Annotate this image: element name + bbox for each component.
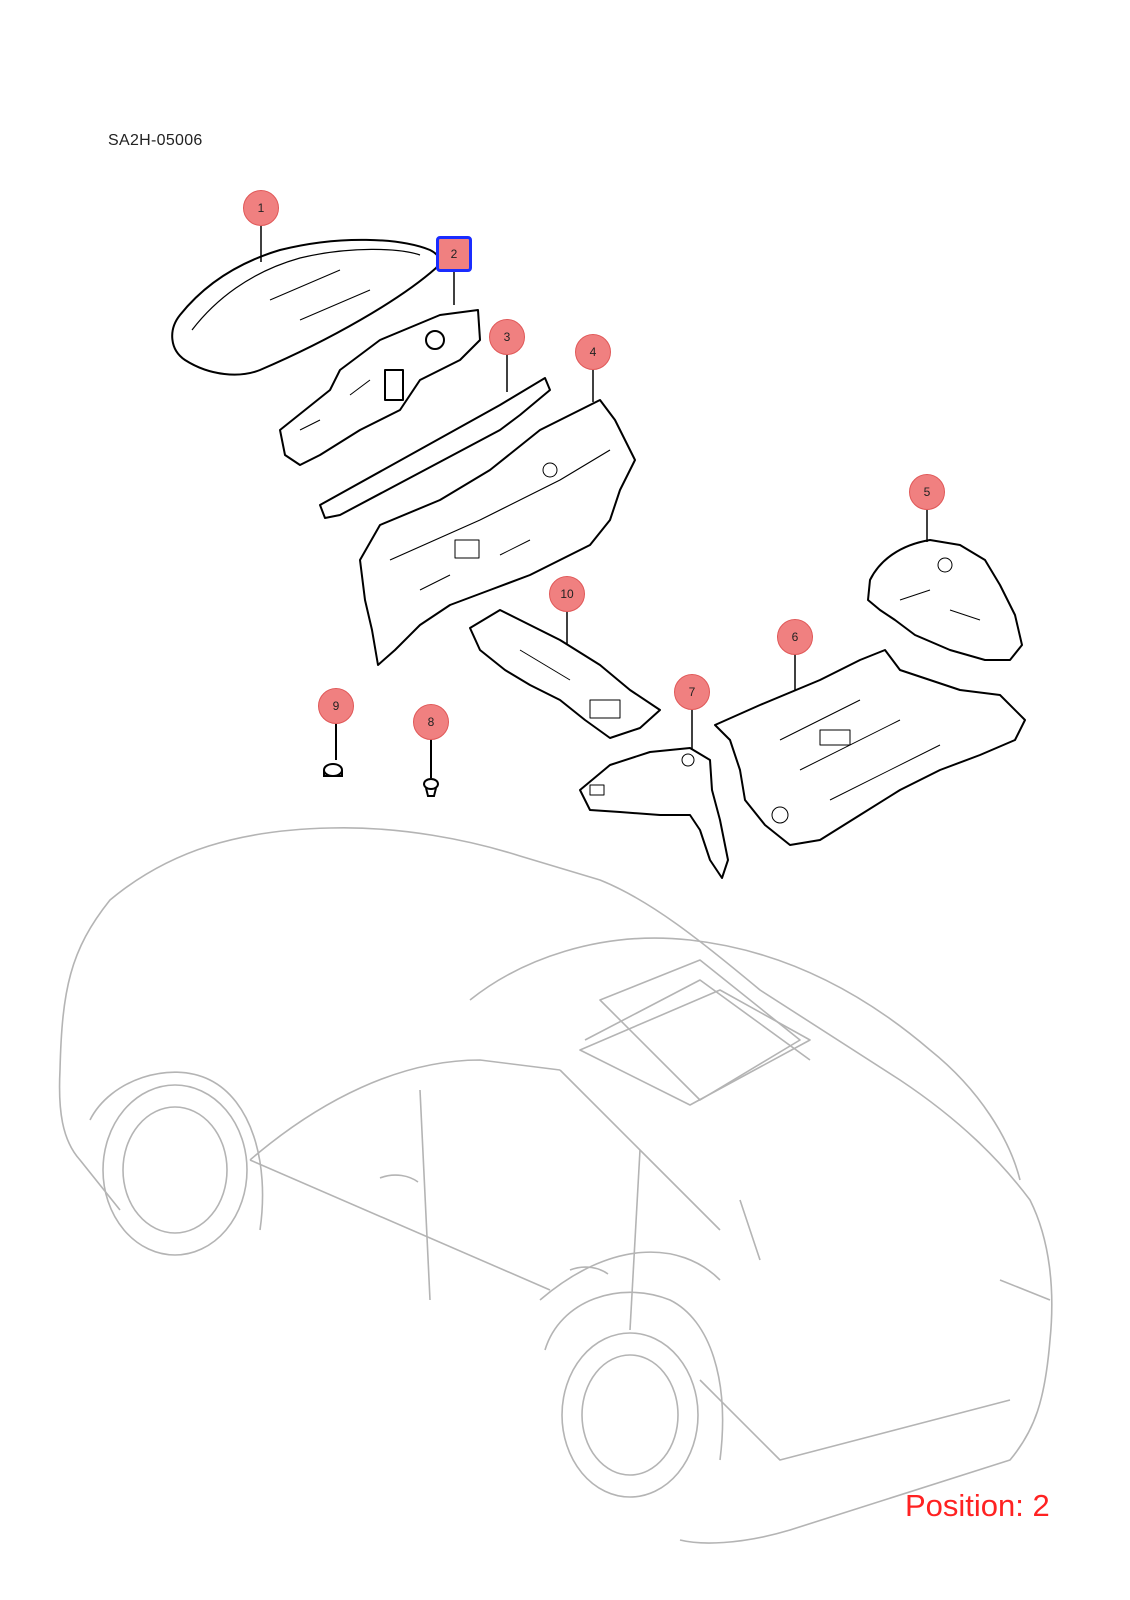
part-1-hood-insulator <box>171 238 441 376</box>
callout-6[interactable]: 6 <box>777 619 813 655</box>
callout-9[interactable]: 9 <box>318 688 354 724</box>
callout-2-selected[interactable]: 2 <box>436 236 472 272</box>
callout-5[interactable]: 5 <box>909 474 945 510</box>
part-9-nut <box>323 724 343 777</box>
part-7-side-insulator <box>579 747 729 879</box>
vehicle-outline <box>58 827 1053 1544</box>
part-8-clip <box>423 738 439 797</box>
part-6-floor-insulator <box>714 649 1026 846</box>
callout-4[interactable]: 4 <box>575 334 611 370</box>
callout-3[interactable]: 3 <box>489 319 525 355</box>
callout-10[interactable]: 10 <box>549 576 585 612</box>
callout-leaders <box>260 226 928 750</box>
part-5-wheelhouse-insulator <box>867 539 1023 661</box>
part-4-dash-insulator <box>359 399 636 666</box>
callout-7[interactable]: 7 <box>674 674 710 710</box>
position-label: Position: 2 <box>905 1488 1050 1523</box>
callout-1[interactable]: 1 <box>243 190 279 226</box>
callout-8[interactable]: 8 <box>413 704 449 740</box>
part-3-cowl-strip <box>319 377 551 519</box>
part-2-dash-panel <box>279 309 481 466</box>
diagram-code: SA2H-05006 <box>108 132 203 149</box>
part-10-tunnel-insulator <box>469 609 661 739</box>
